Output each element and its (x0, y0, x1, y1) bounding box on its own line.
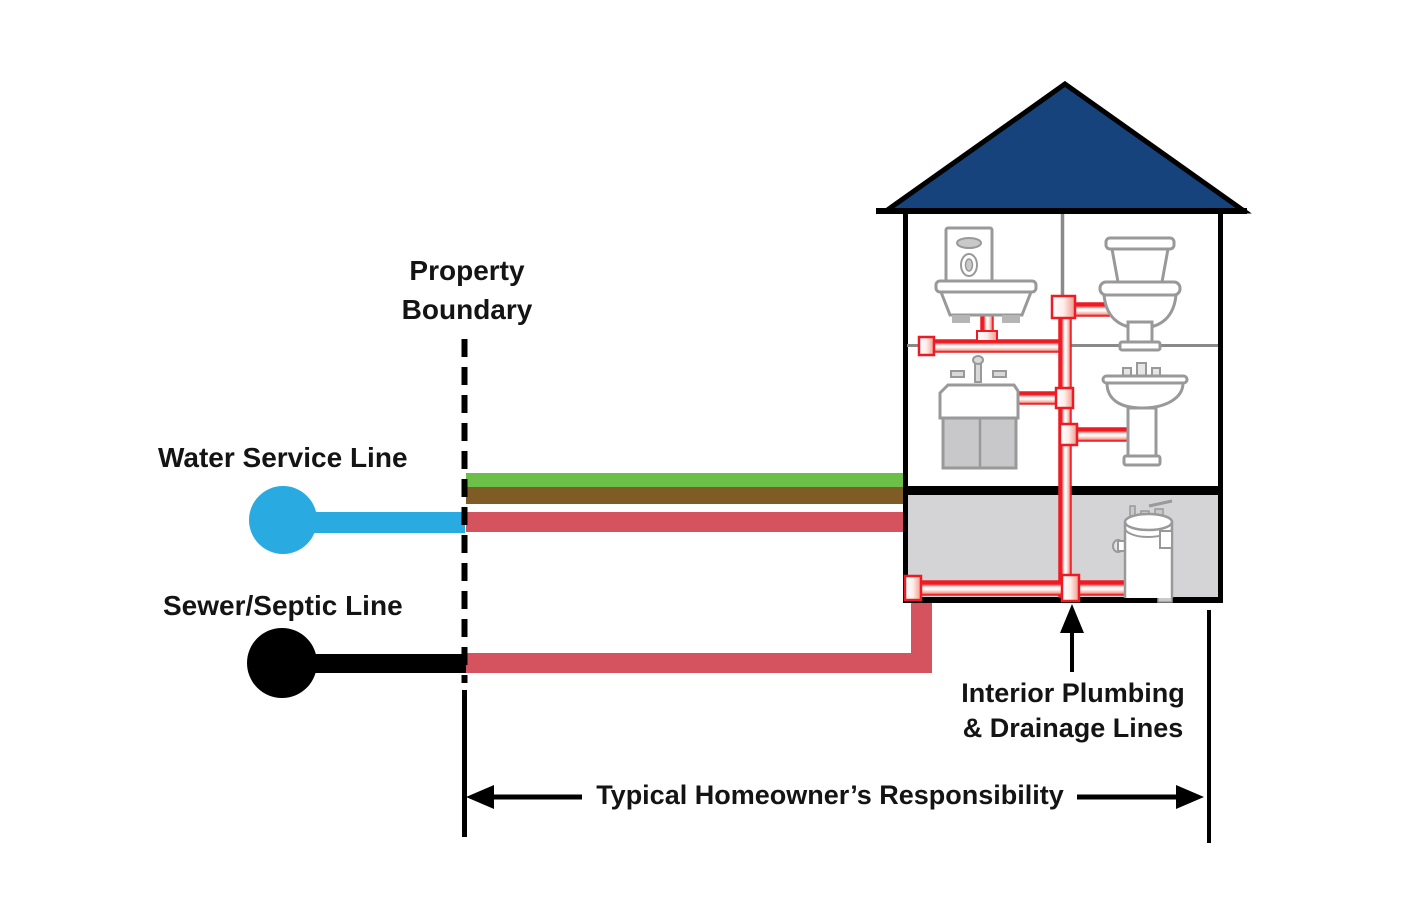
left-arrow-shaft (474, 794, 582, 800)
pipe-fitting (976, 330, 998, 342)
lawn-line (466, 473, 903, 487)
interior-plumbing-label: Interior Plumbing & Drainage Lines (961, 678, 1185, 743)
right-wall (1218, 212, 1223, 603)
pedestal-sink (1101, 362, 1189, 467)
pipe-fitting (1060, 573, 1081, 603)
responsibility-extent (466, 610, 1211, 843)
water-service-line-label: Water Service Line (158, 442, 408, 473)
right-arrow-shaft (1077, 794, 1181, 800)
right-extent-line (1207, 610, 1211, 843)
property-boundary-label: Property Boundary (401, 255, 533, 325)
water-heater (1112, 499, 1174, 603)
right-arrowhead-icon (1176, 785, 1204, 809)
sewer-main-marker (247, 628, 466, 698)
vanity-sink (938, 355, 1020, 470)
pipe-fitting (1050, 294, 1077, 320)
pipe-fitting (1054, 386, 1075, 410)
interior-pipes (903, 294, 1136, 603)
sewer-septic-line-label: Sewer/Septic Line (163, 590, 403, 621)
water-main-marker (249, 486, 465, 554)
toilet (1098, 236, 1182, 352)
roof (878, 80, 1252, 214)
eave-line (876, 208, 1247, 214)
sewer-underground-line (466, 597, 932, 673)
pipe-fitting (1058, 422, 1079, 447)
left-arrowhead-icon (466, 785, 494, 809)
pipe-cleanout (917, 335, 936, 357)
sewer-exit-fitting (903, 574, 923, 602)
interior-plumbing-arrow (1060, 604, 1084, 672)
drain-stack (1058, 299, 1072, 598)
soil-line (466, 487, 903, 504)
homeowner-responsibility-label: Typical Homeowner’s Responsibility (596, 780, 1064, 810)
left-wall (903, 212, 908, 603)
laundry-tub (934, 226, 1038, 323)
water-service-underground-line (466, 512, 907, 532)
